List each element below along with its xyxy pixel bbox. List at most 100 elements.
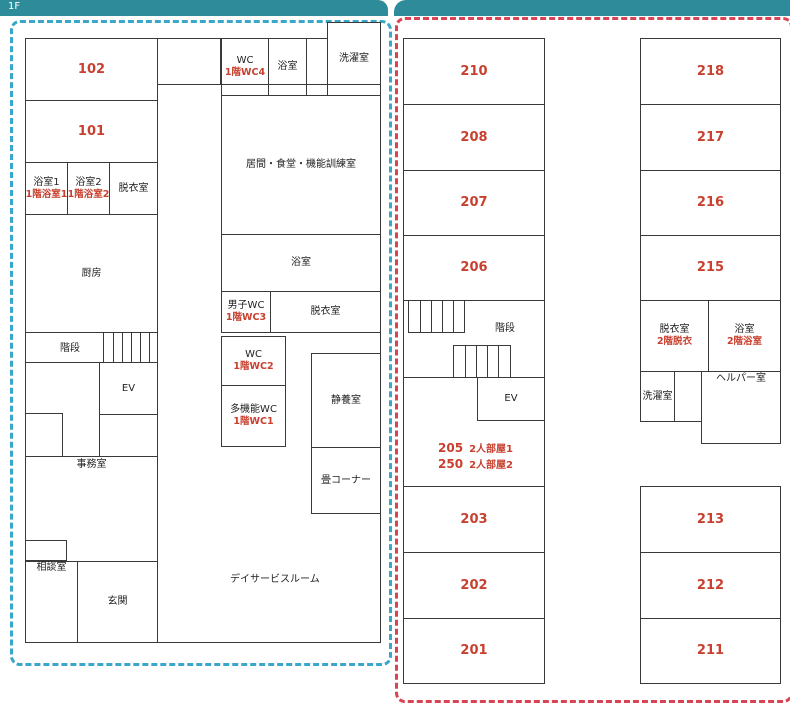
room-number: 212 [696, 577, 725, 593]
room-number: 206 [460, 260, 488, 276]
room-number: 208 [460, 129, 488, 145]
room-label: EV [504, 393, 518, 404]
room-label: 脱衣室 [118, 182, 149, 194]
room-laundry[interactable]: 洗濯室 [327, 22, 381, 96]
room-bath-2f[interactable]: 浴室 2階浴室 [708, 300, 781, 372]
room-wc4[interactable]: WC 1階WC4 [221, 38, 269, 96]
room-212[interactable]: 212 [640, 552, 781, 619]
room-shaft-2f [674, 371, 702, 422]
room-number: 213 [696, 511, 725, 527]
room-213[interactable]: 213 [640, 486, 781, 553]
room-dressing-2f[interactable]: 脱衣室 2階脱衣 [640, 300, 709, 372]
room-label: 洗濯室 [339, 53, 369, 64]
room-label: デイサービスルーム [230, 574, 320, 585]
shared-room-row: 205 2人部屋1 [438, 440, 519, 456]
room-closet [25, 540, 67, 561]
room-code: 2階脱衣 [656, 336, 693, 348]
room-code: 1階WC3 [225, 312, 267, 324]
room-bath1[interactable]: 浴室1 1階浴室1 [25, 162, 68, 215]
room-208[interactable]: 208 [403, 104, 545, 171]
room-label: 玄関 [107, 596, 128, 607]
room-tatami[interactable]: 畳コーナー [311, 447, 381, 514]
room-number: 217 [696, 129, 725, 145]
room-ev-2f[interactable]: EV [477, 377, 545, 421]
room-218[interactable]: 218 [640, 38, 781, 105]
room-wc2[interactable]: WC 1階WC2 [221, 336, 286, 386]
shared-room-labels: 205 2人部屋1 250 2人部屋2 [438, 440, 519, 472]
room-label: 多機能WC [230, 404, 277, 416]
room-number: 205 [438, 441, 464, 455]
room-kitchen[interactable]: 厨房 [25, 214, 158, 333]
room-code: 2階浴室 [726, 336, 763, 348]
room-multi-wc[interactable]: 多機能WC 1階WC1 [221, 385, 286, 447]
room-210[interactable]: 210 [403, 38, 545, 105]
room-206[interactable]: 206 [403, 235, 545, 301]
room-number: 216 [696, 195, 725, 211]
room-201[interactable]: 201 [403, 618, 545, 684]
stairs-steps-1f [103, 332, 158, 363]
room-number: 202 [460, 577, 488, 593]
room-215[interactable]: 215 [640, 235, 781, 301]
room-code: 2人部屋1 [469, 444, 513, 455]
room-laundry-2f[interactable]: 洗濯室 [640, 371, 675, 422]
room-code: 2人部屋2 [469, 460, 513, 471]
room-label: 脱衣室 [659, 324, 690, 336]
room-102[interactable]: 102 [25, 38, 158, 101]
room-code: 1階WC4 [224, 67, 266, 79]
room-217[interactable]: 217 [640, 104, 781, 171]
room-label: 厨房 [81, 267, 102, 279]
room-bath-small[interactable]: 浴室 [268, 38, 307, 96]
room-label: 階段 [495, 323, 515, 334]
room-216[interactable]: 216 [640, 170, 781, 236]
room-label: 階段 [60, 343, 80, 354]
stairs-steps-2f-upper [408, 300, 465, 333]
room-corridor-top [157, 38, 221, 85]
room-shaft [306, 38, 328, 96]
room-number: 218 [696, 63, 725, 79]
room-number: 203 [460, 511, 488, 527]
room-bath2[interactable]: 浴室2 1階浴室2 [67, 162, 110, 215]
room-dressing2[interactable]: 脱衣室 [270, 291, 381, 333]
room-label: ヘルパー室 [716, 373, 766, 384]
room-helper[interactable]: ヘルパー室 [701, 371, 781, 444]
room-rest[interactable]: 静養室 [311, 353, 381, 448]
floor1-header-bar: 1F [0, 0, 388, 16]
room-code: 1階浴室2 [67, 188, 110, 200]
room-number: 250 [438, 457, 464, 471]
room-number: 102 [77, 61, 106, 77]
room-202[interactable]: 202 [403, 552, 545, 619]
room-101[interactable]: 101 [25, 100, 158, 163]
room-men-wc[interactable]: 男子WC 1階WC3 [221, 291, 271, 333]
room-ev-1f[interactable]: EV [99, 362, 158, 415]
floor-tab-label: 1F [8, 1, 21, 12]
room-label: 居間・食堂・機能訓練室 [246, 159, 356, 170]
partition-line [62, 413, 63, 457]
room-number: 215 [696, 260, 725, 276]
room-code: 1階WC2 [233, 361, 274, 373]
room-label: 浴室2 [75, 176, 102, 188]
room-dressing1[interactable]: 脱衣室 [109, 162, 158, 215]
room-number: 201 [460, 643, 488, 659]
room-label: 浴室 [291, 257, 311, 268]
shared-room-row: 250 2人部屋2 [438, 456, 519, 472]
room-code: 1階浴室1 [25, 188, 68, 200]
partition-line [25, 413, 63, 414]
room-label: 静養室 [331, 394, 361, 406]
room-number: 207 [460, 195, 488, 211]
room-211[interactable]: 211 [640, 618, 781, 684]
room-consult[interactable]: 相談室 [25, 561, 78, 643]
room-storage-1f [99, 414, 158, 457]
room-label: 浴室1 [33, 176, 60, 188]
room-number: 210 [460, 63, 488, 79]
floor2-header-bar [394, 0, 790, 16]
room-203[interactable]: 203 [403, 486, 545, 553]
room-label: 事務室 [76, 459, 107, 470]
room-207[interactable]: 207 [403, 170, 545, 236]
room-label: 洗濯室 [642, 390, 673, 402]
room-label: 相談室 [36, 562, 67, 573]
floor1-outline [10, 20, 392, 666]
room-entrance[interactable]: 玄関 [77, 561, 158, 643]
room-bath-big[interactable]: 浴室 [221, 234, 381, 292]
room-living[interactable]: 居間・食堂・機能訓練室 [221, 95, 381, 235]
